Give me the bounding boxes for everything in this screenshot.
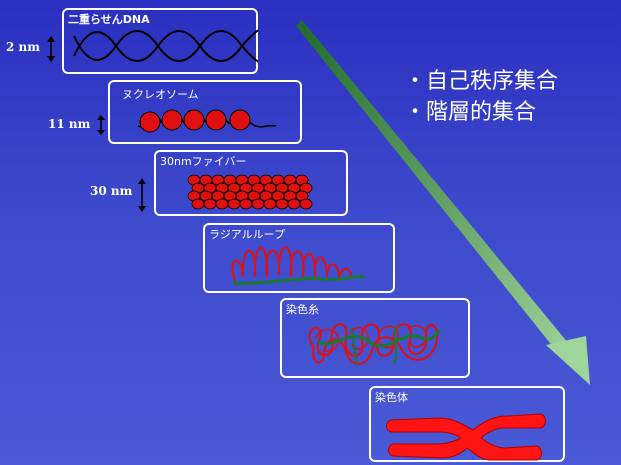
fiber-bead bbox=[191, 198, 205, 210]
dim-label-11nm: 11 nm bbox=[48, 117, 91, 131]
fiber-bead bbox=[227, 198, 241, 210]
radial-loop-icon bbox=[231, 246, 366, 285]
stage-label-dna: 二重らせんDNA bbox=[68, 13, 150, 26]
stage-box-chromonema: 染色糸 bbox=[280, 298, 470, 378]
nucleosome-beads-icon bbox=[137, 109, 277, 133]
bullet-hierarchical-assembly: ・階層的集合 bbox=[404, 100, 537, 125]
dim-label-30nm: 30 nm bbox=[90, 184, 133, 198]
dim-arrow-11nm bbox=[97, 115, 105, 135]
stage-label-chromonema: 染色糸 bbox=[286, 303, 319, 316]
fiber-bead bbox=[251, 198, 265, 210]
30nm-fiber-icon bbox=[187, 174, 313, 210]
fiber-bead bbox=[263, 198, 277, 210]
stage-label-radial-loop: ラジアルループ bbox=[209, 228, 286, 241]
stage-box-dna: 二重らせんDNA bbox=[62, 8, 258, 74]
stage-label-nucleosome: ヌクレオソーム bbox=[122, 88, 199, 101]
bullet-self-organization: ・自己秩序集合 bbox=[404, 69, 559, 94]
stage-box-radial-loop: ラジアルループ bbox=[203, 223, 395, 293]
stage-label-chromosome: 染色体 bbox=[375, 391, 408, 404]
fiber-bead bbox=[239, 198, 253, 210]
dim-arrow-30nm bbox=[138, 178, 146, 212]
fiber-bead bbox=[287, 198, 301, 210]
fiber-bead bbox=[203, 198, 217, 210]
chromonema-icon bbox=[308, 323, 442, 365]
fiber-bead bbox=[299, 198, 313, 210]
dna-double-helix-icon bbox=[73, 29, 258, 63]
dim-arrow-2nm bbox=[47, 36, 55, 62]
stage-label-30nm-fiber: 30nmファイバー bbox=[160, 155, 247, 168]
dim-label-2nm: 2 nm bbox=[6, 40, 40, 54]
concept-bullets: ・自己秩序集合 ・階層的集合 bbox=[404, 66, 558, 128]
stage-box-30nm-fiber: 30nmファイバー bbox=[154, 150, 348, 216]
chromosome-icon bbox=[386, 413, 546, 461]
stage-box-chromosome: 染色体 bbox=[369, 386, 565, 462]
fiber-bead bbox=[215, 198, 229, 210]
fiber-bead bbox=[275, 198, 289, 210]
stage-box-nucleosome: ヌクレオソーム bbox=[108, 80, 302, 144]
